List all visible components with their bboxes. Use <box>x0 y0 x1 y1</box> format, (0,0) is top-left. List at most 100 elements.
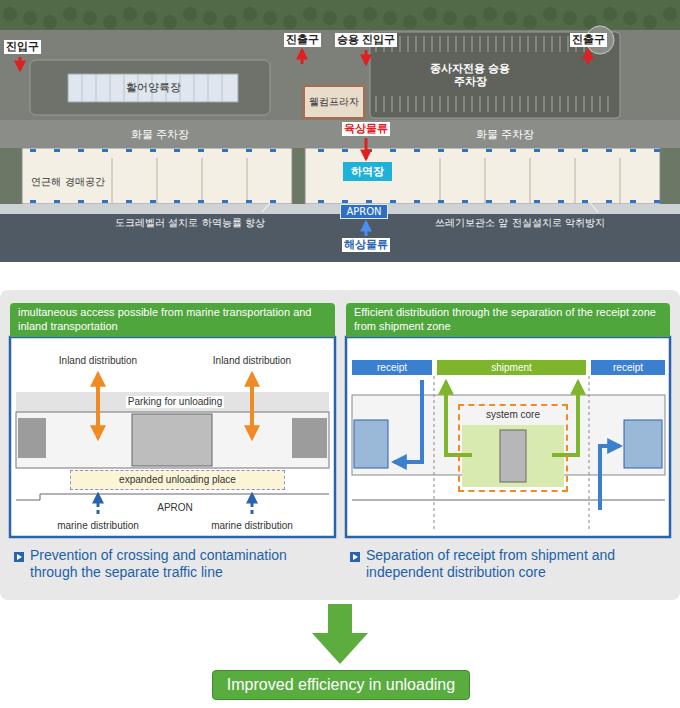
parking-stall <box>392 96 393 112</box>
bullet-icon <box>14 552 24 562</box>
building-grid <box>194 74 195 102</box>
dock-leveler <box>462 149 468 152</box>
receipt-band: receipt <box>591 360 665 375</box>
parking-stall <box>432 96 433 112</box>
parking-stall <box>408 36 409 52</box>
parking-stall <box>552 36 553 52</box>
parking-stall <box>416 36 417 52</box>
parking-stall <box>576 96 577 112</box>
dock-leveler <box>390 200 396 203</box>
map-label: 육상물류 <box>342 122 390 135</box>
dock-leveler <box>510 200 516 203</box>
parking-stall <box>424 96 425 112</box>
tree <box>23 11 37 25</box>
parking-stall <box>504 36 505 52</box>
parking-stall <box>384 96 385 112</box>
leader-line <box>590 203 598 212</box>
node-text: 하역장 <box>351 164 384 179</box>
parking-stall <box>528 36 529 52</box>
dock-leveler <box>174 149 180 152</box>
map-label: 화물 주차장 <box>131 128 190 141</box>
tree-band <box>0 0 680 30</box>
diagram-label: marine distribution <box>57 520 139 532</box>
map-label: 진출구 <box>284 33 321 46</box>
building-grid <box>208 74 209 102</box>
dock-leveler <box>102 200 108 203</box>
building-division <box>530 158 531 204</box>
building-division <box>247 158 248 204</box>
tree <box>523 15 537 29</box>
core-room <box>500 430 526 482</box>
tree <box>463 15 477 29</box>
sea <box>0 214 680 262</box>
room-block <box>18 418 46 458</box>
building-division <box>202 158 203 204</box>
diagram-label: Inland distribution <box>213 355 291 367</box>
shipment-band: shipment <box>437 360 586 375</box>
tree <box>283 15 297 29</box>
node-text: shipment <box>439 361 584 374</box>
dock-leveler <box>486 149 492 152</box>
tree <box>383 11 397 25</box>
header-bar: Efficient distribution through the separ… <box>346 303 670 337</box>
parking-stall <box>496 36 497 52</box>
tree <box>183 7 197 21</box>
lower-panel <box>0 290 680 600</box>
node-text: system core <box>460 409 566 420</box>
building-right <box>305 148 660 204</box>
fish-landing-building <box>68 74 238 102</box>
node-text: Improved efficiency in unloading <box>227 676 455 694</box>
parking-stall <box>568 96 569 112</box>
building-division <box>575 158 576 204</box>
dock-leveler <box>414 200 420 203</box>
dock-leveler <box>654 200 660 203</box>
parking-stall <box>400 36 401 52</box>
parking-stall <box>536 36 537 52</box>
dock-leveler <box>630 200 636 203</box>
parking-stall <box>472 96 473 112</box>
dock-leveler <box>198 200 204 203</box>
tree <box>403 15 417 29</box>
apron-box: APRON <box>340 204 387 219</box>
dock-leveler <box>102 149 108 152</box>
building-grid <box>82 74 83 102</box>
parking-stall <box>376 96 377 112</box>
parking-stall <box>552 96 553 112</box>
room-block <box>292 418 327 458</box>
parking-stall <box>400 96 401 112</box>
tree <box>263 11 277 25</box>
parking-stall <box>600 96 601 112</box>
dock-leveler <box>438 149 444 152</box>
bullet-arrow <box>17 554 22 560</box>
tree <box>3 7 17 21</box>
site-ground <box>0 0 680 262</box>
tree <box>43 15 57 29</box>
flow-arrow <box>365 138 368 159</box>
tree <box>143 11 157 25</box>
parking-stall <box>408 96 409 112</box>
flow-arrow <box>19 57 22 70</box>
flow-arrow <box>251 494 254 514</box>
dock-leveler <box>318 149 324 152</box>
dock-leveler <box>246 149 252 152</box>
dock-leveler <box>222 200 228 203</box>
flow-arrow <box>250 374 254 438</box>
dock-leveler <box>318 200 324 203</box>
dock-leveler <box>126 149 132 152</box>
dock-leveler <box>222 149 228 152</box>
parking-stall <box>560 36 561 52</box>
parking-stall <box>520 36 521 52</box>
tree <box>663 7 677 21</box>
parking-stall <box>456 36 457 52</box>
tree <box>503 11 517 25</box>
parking-stall <box>488 96 489 112</box>
dock-leveler <box>558 200 564 203</box>
dock-leveler <box>150 149 156 152</box>
dock-leveler <box>54 149 60 152</box>
building-division <box>112 158 113 204</box>
tree <box>123 7 137 21</box>
building-grid <box>222 74 223 102</box>
map-label: 종사자전용 승용 주차장 <box>425 62 515 88</box>
diagram-label: APRON <box>157 502 193 514</box>
map-label: 승용 진입구 <box>335 33 398 46</box>
